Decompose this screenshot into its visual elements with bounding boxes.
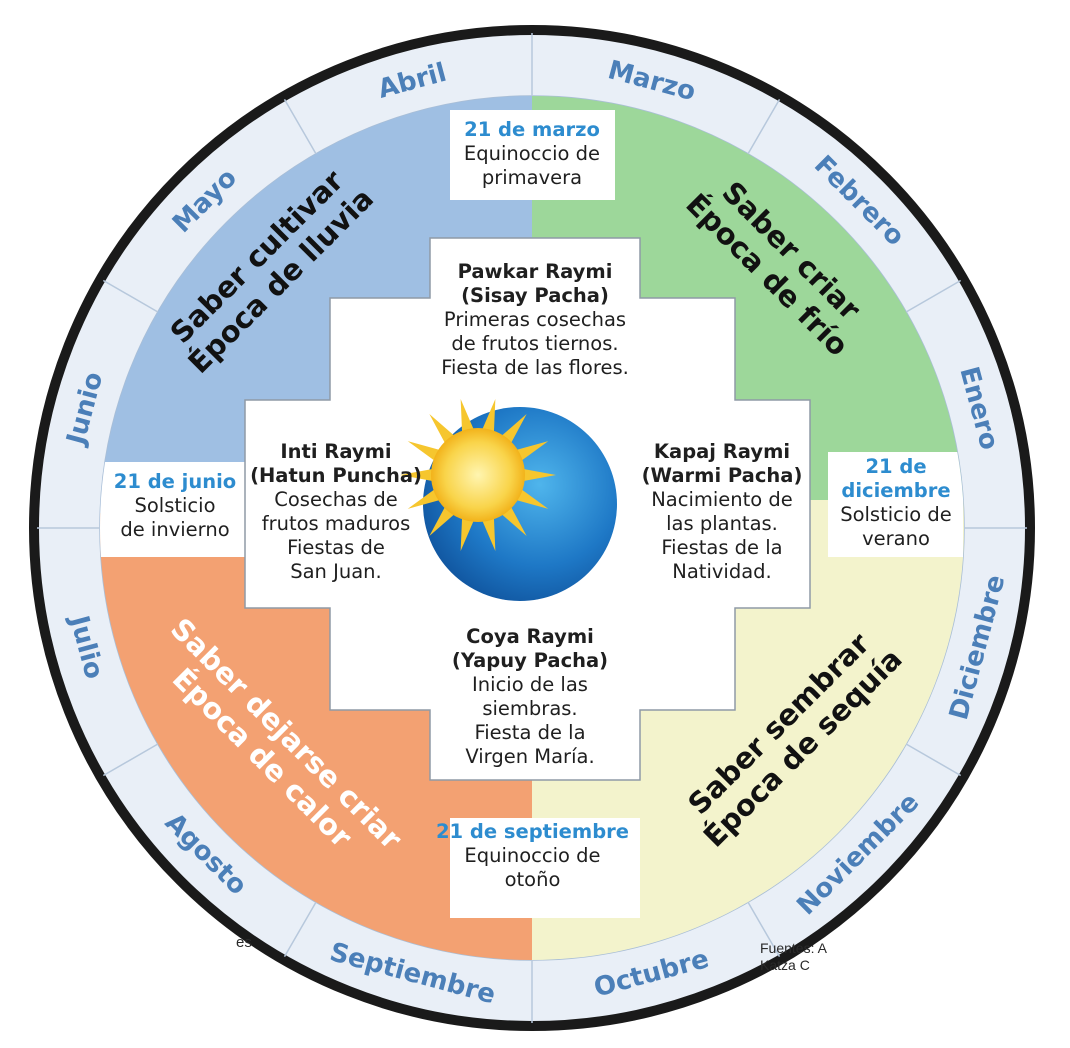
marker-label: otoño	[504, 868, 561, 891]
marker-date: 21 de septiembre	[435, 820, 630, 843]
marker-diciembre: 21 de diciembre Solsticio de verano	[826, 455, 966, 551]
month-divider	[747, 98, 781, 155]
festival-title: Pawkar Raymi	[457, 260, 613, 283]
month-divider	[905, 279, 962, 313]
background-text-fragment: es	[236, 934, 252, 951]
festival-title: Coya Raymi	[466, 625, 594, 648]
sun	[431, 428, 525, 522]
festival-desc: las plantas.	[666, 512, 778, 535]
marker-label: de invierno	[120, 518, 230, 541]
sun-ray	[519, 468, 556, 482]
marker-label: primavera	[481, 166, 583, 189]
sun-ray	[480, 398, 496, 437]
date-box-diciembre	[828, 452, 963, 557]
sun-ray	[460, 398, 476, 437]
sun-ray	[400, 468, 437, 482]
marker-label: Equinoccio de	[464, 844, 601, 867]
festival-desc: siembras.	[482, 697, 578, 720]
source-note: Fuentes: A Katza C	[760, 940, 827, 974]
festival-desc: Virgen María.	[465, 745, 595, 768]
date-box-septiembre	[450, 818, 640, 918]
festival-desc: Natividad.	[672, 560, 772, 583]
month-divider	[283, 98, 317, 155]
source-line: Fuentes: A	[760, 940, 827, 956]
month-divider	[102, 279, 159, 313]
month-divider	[747, 901, 781, 958]
festival-desc: Fiestas de	[287, 536, 385, 559]
festival-coya-raymi: Coya Raymi (Yapuy Pacha) Inicio de las s…	[425, 625, 635, 769]
festival-desc: Fiestas de la	[661, 536, 783, 559]
festival-desc: Primeras cosechas	[443, 308, 627, 331]
sun-moon-emblem	[400, 398, 617, 601]
festival-subtitle: (Hatun Puncha)	[250, 464, 422, 487]
festival-subtitle: (Yapuy Pacha)	[451, 649, 609, 672]
festival-kapaj-raymi: Kapaj Raymi (Warmi Pacha) Nacimiento de …	[632, 440, 812, 584]
marker-septiembre: 21 de septiembre Equinoccio de otoño	[425, 820, 640, 892]
sun-ray	[460, 513, 476, 552]
festival-desc: San Juan.	[290, 560, 382, 583]
festival-subtitle: (Sisay Pacha)	[461, 284, 609, 307]
festival-desc: Nacimiento de	[651, 488, 793, 511]
date-box-junio	[100, 462, 245, 557]
month-divider	[102, 743, 159, 777]
festival-title: Kapaj Raymi	[653, 440, 791, 463]
marker-date: diciembre	[841, 479, 951, 502]
festival-subtitle: (Warmi Pacha)	[641, 464, 803, 487]
festival-desc: de frutos tiernos.	[451, 332, 619, 355]
marker-label: Solsticio de	[840, 503, 952, 526]
date-box-marzo	[450, 110, 615, 200]
festival-desc: Cosechas de	[274, 488, 398, 511]
marker-date: 21 de marzo	[464, 118, 600, 141]
month-dividers	[37, 33, 1027, 1023]
festival-pawkar-raymi: Pawkar Raymi (Sisay Pacha) Primeras cose…	[420, 260, 650, 380]
festival-inti-raymi: Inti Raymi (Hatun Puncha) Cosechas de fr…	[246, 440, 426, 584]
month-divider	[283, 901, 317, 958]
month-divider	[905, 743, 962, 777]
marker-date: 21 de	[865, 455, 927, 478]
festival-title: Inti Raymi	[280, 440, 392, 463]
sun-ray	[480, 513, 496, 552]
festival-desc: Inicio de las	[472, 673, 588, 696]
festival-desc: frutos maduros	[261, 512, 411, 535]
marker-marzo: 21 de marzo Equinoccio de primavera	[432, 118, 632, 190]
festival-desc: Fiesta de las flores.	[441, 356, 629, 379]
marker-junio: 21 de junio Solsticio de invierno	[100, 470, 250, 542]
marker-date: 21 de junio	[113, 470, 237, 493]
marker-label: verano	[862, 527, 930, 550]
marker-label: Solsticio	[134, 494, 216, 517]
source-line: Katza C	[760, 957, 810, 973]
marker-label: Equinoccio de	[463, 142, 601, 165]
festival-desc: Fiesta de la	[474, 721, 586, 744]
